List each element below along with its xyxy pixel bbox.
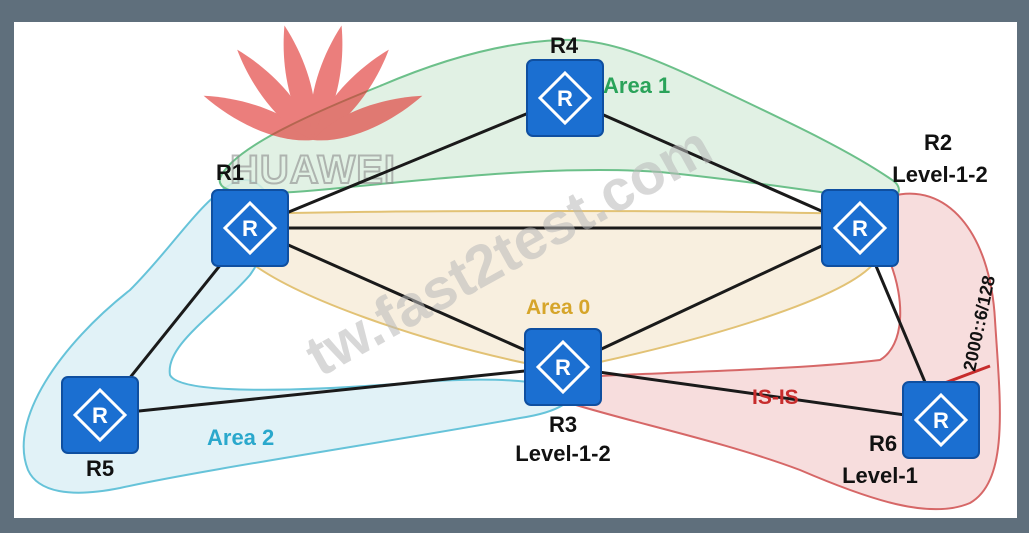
router-r5: R <box>61 376 139 454</box>
router-icon <box>821 189 899 267</box>
router-r3: R <box>524 328 602 406</box>
router-glyph: R <box>557 86 573 111</box>
router-glyph: R <box>92 403 108 428</box>
router-diamond <box>72 387 128 443</box>
link-r1-r4 <box>249 96 566 230</box>
link-r5-r3 <box>99 365 564 417</box>
diagram-canvas: HUAWEI 2000::6/128 Area 1 Area 0 Area 2 … <box>14 22 1017 518</box>
huawei-petal <box>203 95 313 141</box>
link-r3-r6 <box>562 365 942 422</box>
area-0-label: Area 0 <box>526 296 590 319</box>
router-diamond <box>913 392 969 448</box>
huawei-petal <box>310 25 343 140</box>
router-diamond <box>537 70 593 126</box>
router-diamond <box>832 200 888 256</box>
isis-label: IS-IS <box>752 386 799 409</box>
router-glyph: R <box>933 408 949 433</box>
area-1-label: Area 1 <box>603 73 670 98</box>
network-topology-diagram: HUAWEI 2000::6/128 Area 1 Area 0 Area 2 … <box>22 25 1001 511</box>
r5-label: R5 <box>86 456 114 481</box>
router-icon <box>524 328 602 406</box>
huawei-petal <box>313 95 423 141</box>
area-2-label: Area 2 <box>207 425 274 450</box>
huawei-logo-text: HUAWEI <box>230 148 396 192</box>
r6-level-label: Level-1 <box>842 463 918 488</box>
router-icon <box>61 376 139 454</box>
router-diamond <box>535 339 591 395</box>
huawei-petal <box>313 49 389 140</box>
area-labels: Area 1 Area 0 Area 2 IS-IS <box>207 73 799 450</box>
router-r4: R <box>526 59 604 137</box>
link-r4-r2 <box>564 96 861 230</box>
r2-level-label: Level-1-2 <box>892 162 987 187</box>
router-icon <box>211 189 289 267</box>
r1-label: R1 <box>216 160 244 185</box>
link-r1-r3 <box>249 226 564 369</box>
r3-label: R3 <box>549 412 577 437</box>
r2-label: R2 <box>924 130 952 155</box>
huawei-logo: HUAWEI <box>203 25 423 193</box>
router-glyph: R <box>242 216 258 241</box>
routers-layer: R R R R R R <box>61 59 980 459</box>
huawei-petals <box>203 25 423 141</box>
area-0-region <box>232 210 884 368</box>
link-r2-r3 <box>562 226 861 369</box>
r4-label: R4 <box>550 33 579 58</box>
router-icon <box>902 381 980 459</box>
huawei-petal <box>283 25 316 140</box>
isis-region <box>541 192 1001 511</box>
r6-label: R6 <box>869 431 897 456</box>
r3-level-label: Level-1-2 <box>515 441 610 466</box>
router-r6: R <box>902 381 980 459</box>
area-2-region <box>22 179 572 494</box>
router-r2: R <box>821 189 899 267</box>
router-r1: R <box>211 189 289 267</box>
router-icon <box>526 59 604 137</box>
router-diamond <box>222 200 278 256</box>
router-glyph: R <box>555 355 571 380</box>
router-glyph: R <box>852 216 868 241</box>
huawei-petal <box>237 49 313 140</box>
router-labels: R1 R2 Level-1-2 R3 Level-1-2 R4 R5 R6 Le… <box>86 33 988 488</box>
